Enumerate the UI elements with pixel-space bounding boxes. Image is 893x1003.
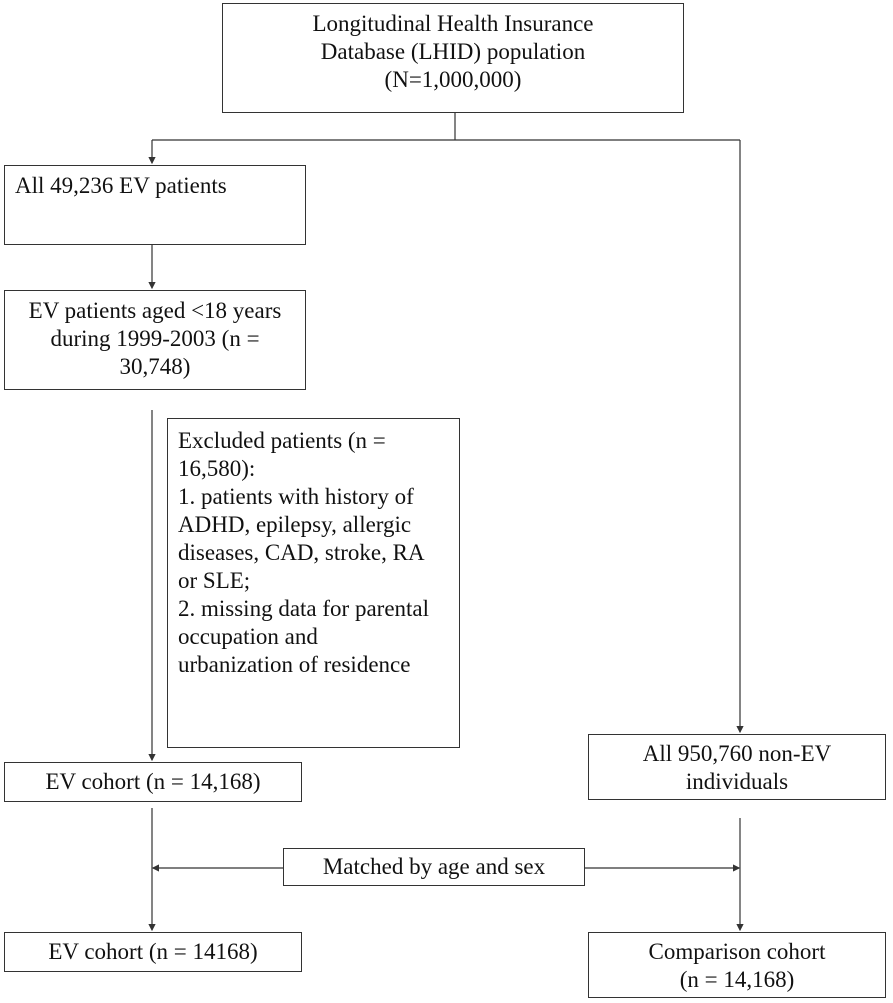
- node-excluded-patients: Excluded patients (n = 16,580): 1. patie…: [167, 418, 460, 748]
- node-ev-cohort-text: EV cohort (n = 14,168): [45, 769, 261, 794]
- node-all-ev-text: All 49,236 EV patients: [15, 173, 227, 198]
- node-comparison-text: Comparison cohort (n = 14,168): [648, 939, 826, 992]
- node-ev-cohort-final: EV cohort (n = 14168): [4, 932, 302, 972]
- node-ev-cohort-final-text: EV cohort (n = 14168): [48, 939, 258, 964]
- node-matched-by-age-sex: Matched by age and sex: [283, 848, 585, 886]
- node-ev-aged-under-18: EV patients aged <18 years during 1999-2…: [4, 290, 306, 390]
- node-comparison-cohort: Comparison cohort (n = 14,168): [588, 932, 886, 998]
- node-lhid-text: Longitudinal Health Insurance Database (…: [312, 11, 594, 92]
- node-matched-text: Matched by age and sex: [322, 854, 546, 879]
- node-non-ev-individuals: All 950,760 non-EV individuals: [588, 734, 886, 800]
- node-lhid-population: Longitudinal Health Insurance Database (…: [222, 3, 684, 113]
- node-all-ev-patients: All 49,236 EV patients: [4, 165, 306, 245]
- node-ev-cohort: EV cohort (n = 14,168): [4, 762, 302, 802]
- node-non-ev-text: All 950,760 non-EV individuals: [642, 741, 832, 794]
- node-aged-text: EV patients aged <18 years during 1999-2…: [28, 298, 282, 379]
- node-excluded-text: Excluded patients (n = 16,580): 1. patie…: [178, 428, 430, 677]
